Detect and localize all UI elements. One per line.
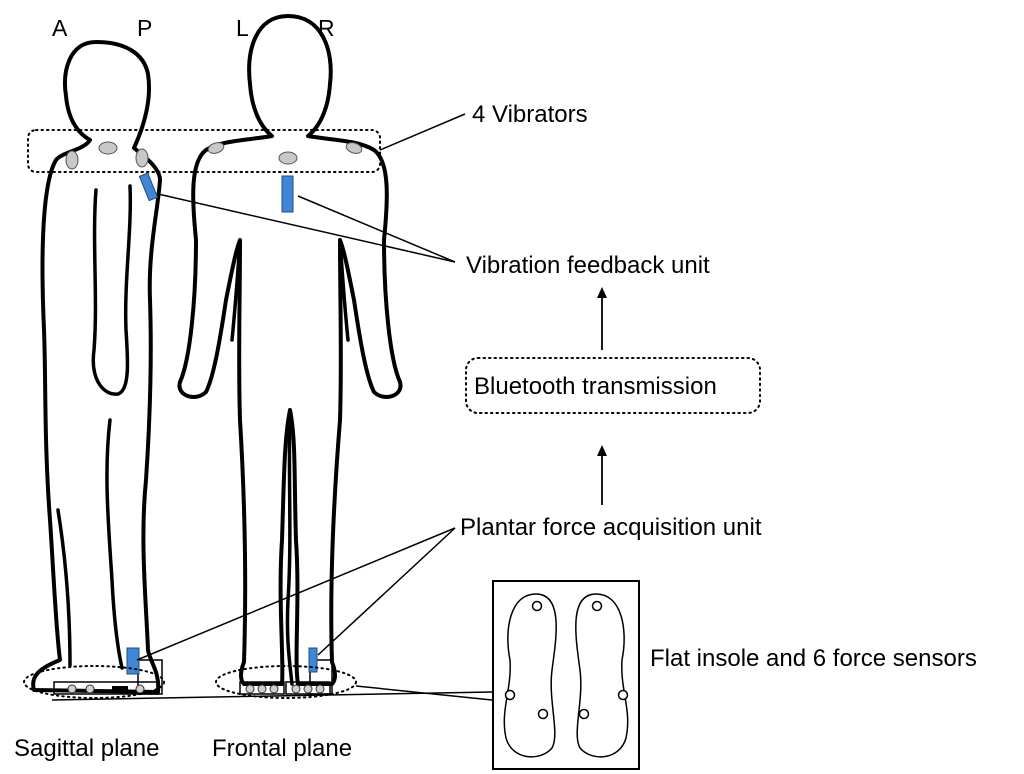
- insole-panel: [492, 580, 640, 770]
- up-arrow-icon: [597, 445, 607, 505]
- sagittal-foot-region: [23, 665, 165, 699]
- posterior-label: P: [137, 15, 152, 41]
- up-arrow-icon: [597, 287, 607, 350]
- frontal-plane-label: Frontal plane: [212, 735, 352, 762]
- bluetooth-box: [465, 357, 761, 414]
- left-label: L: [236, 15, 249, 41]
- force-sensor: [531, 600, 543, 612]
- bluetooth-label: Bluetooth transmission: [474, 373, 717, 400]
- feedback-unit-frontal: [281, 175, 294, 213]
- anterior-label: A: [52, 15, 68, 41]
- force-sensor: [617, 689, 629, 701]
- vibrators-label: 4 Vibrators: [472, 101, 588, 128]
- feedback-unit-label: Vibration feedback unit: [466, 252, 710, 279]
- vibrator-marker: [98, 141, 118, 155]
- leader-lines: [51, 113, 493, 701]
- feedback-unit-sagittal: [138, 172, 159, 202]
- acquisition-unit-label: Plantar force acquisition unit: [460, 514, 762, 541]
- acquisition-unit-frontal: [308, 647, 318, 673]
- vibrator-marker: [65, 150, 79, 170]
- force-sensor: [537, 708, 549, 720]
- vibrator-marker: [135, 148, 149, 168]
- frontal-foot-region: [215, 665, 357, 699]
- frontal-figure: [177, 14, 403, 695]
- vibrator-marker: [345, 142, 363, 154]
- force-sensor: [504, 689, 516, 701]
- vibrator-marker: [278, 151, 298, 165]
- sagittal-figure: [31, 40, 163, 695]
- vibrator-marker: [207, 142, 225, 154]
- force-sensor: [591, 600, 603, 612]
- force-sensor: [578, 708, 590, 720]
- insole-label: Flat insole and 6 force sensors: [650, 645, 977, 672]
- vibrators-region: [27, 129, 381, 173]
- sagittal-plane-label: Sagittal plane: [14, 735, 159, 762]
- right-label: R: [318, 15, 335, 41]
